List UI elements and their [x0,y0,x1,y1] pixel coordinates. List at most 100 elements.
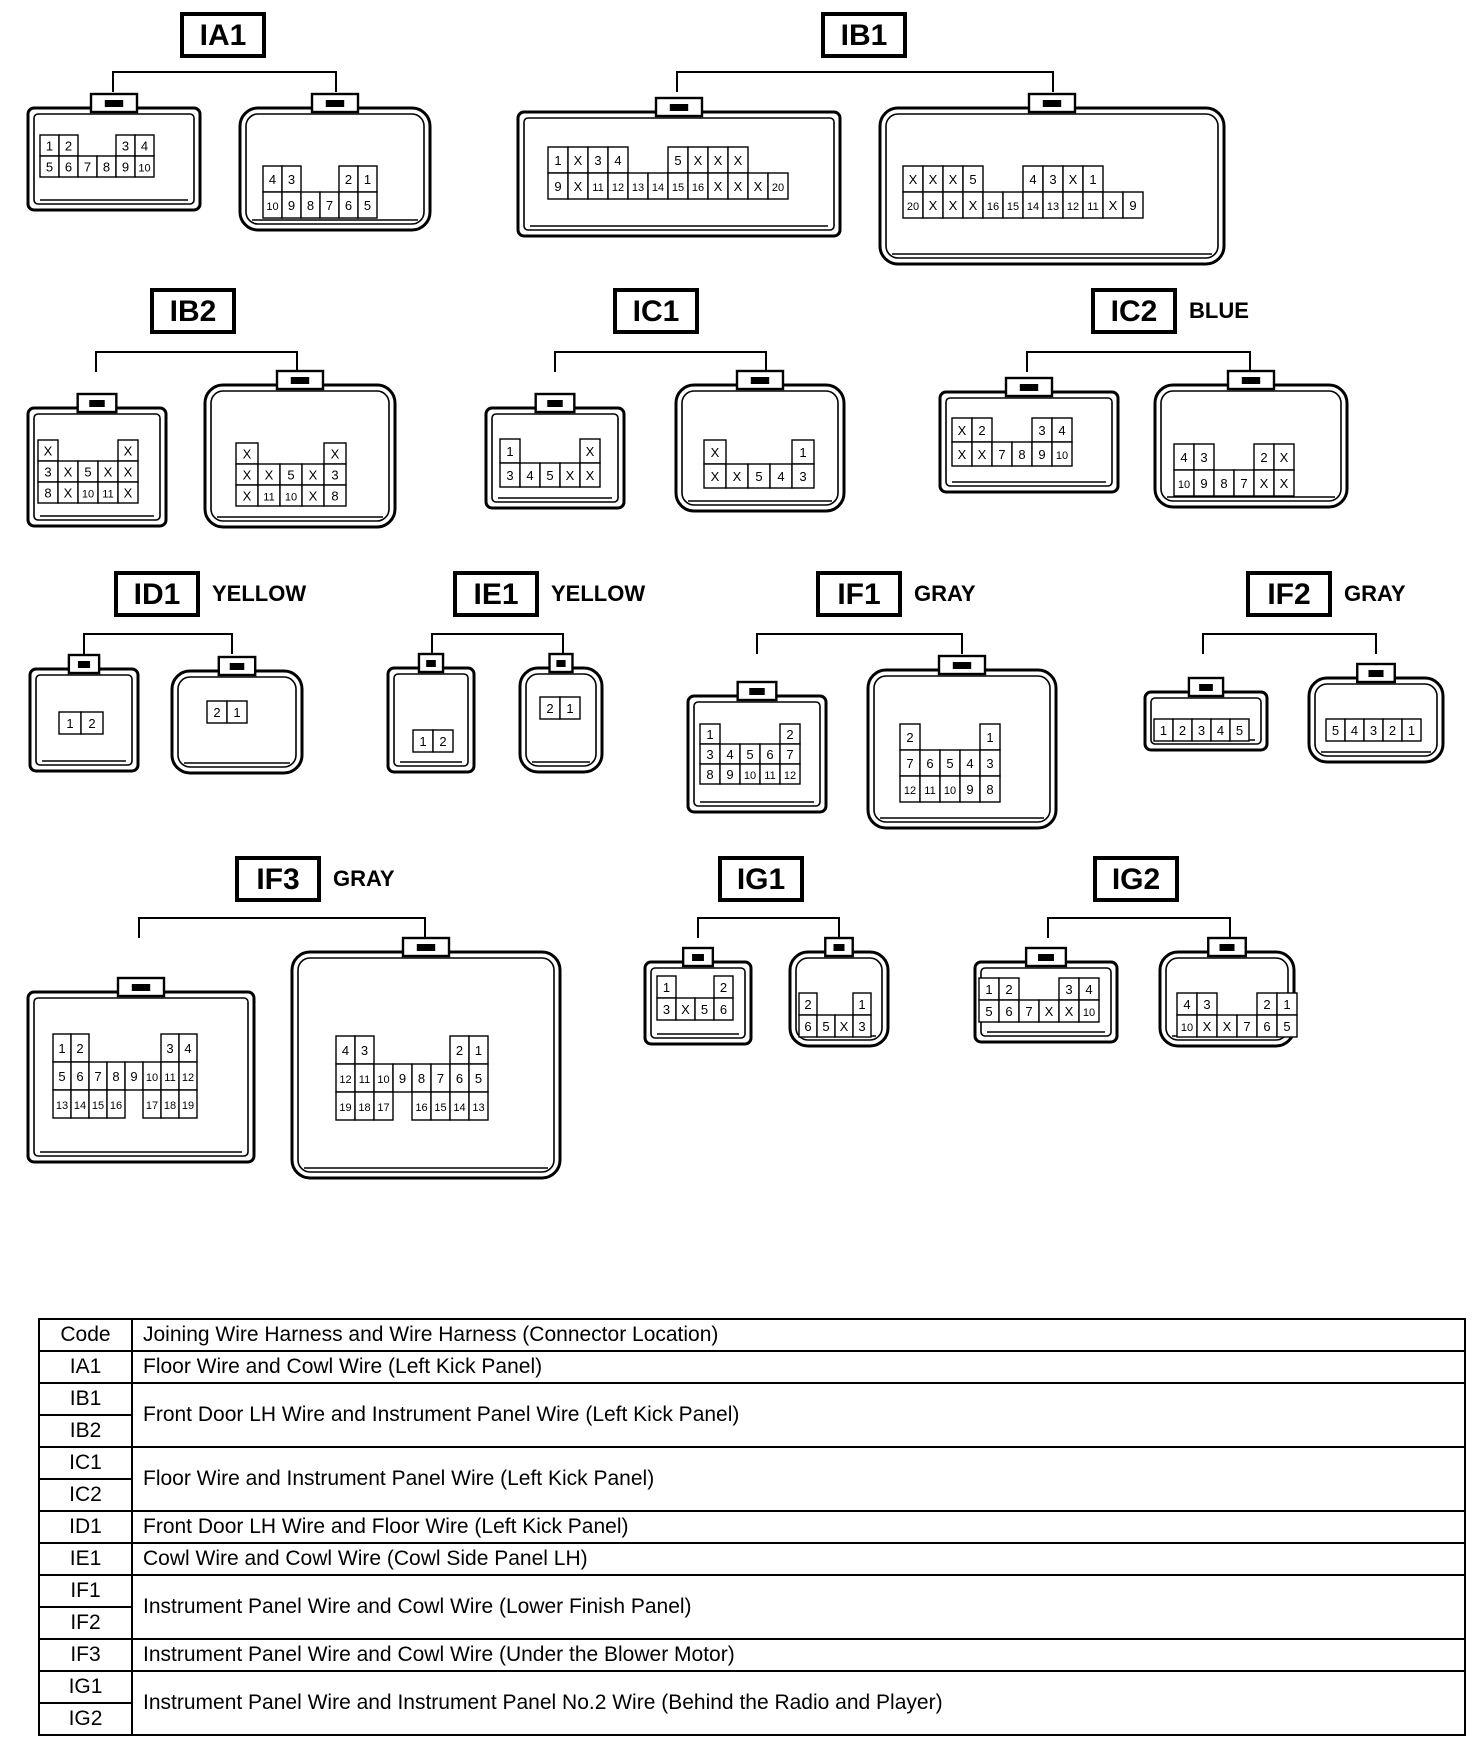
if3-f-pin-label: 7 [94,1069,101,1084]
ib1-f-pin-label: X [574,179,583,194]
if2-f-latch-hole [1199,684,1213,691]
ig1-m-pin-label: 2 [804,997,811,1012]
ib1-m-pin-label: 13 [1047,201,1059,213]
connector-code-label: ID1 [134,578,181,611]
id1-m-pin-label: 2 [213,705,220,720]
ib1-m-pin-label: X [949,172,958,187]
if2-m-pin-label: 5 [1332,723,1339,738]
connector-color-label: GRAY [333,866,395,891]
if3-m-pin-label: 16 [415,1102,427,1114]
if3-f-pin-cell [106,1089,126,1119]
ia1-f-latch-hole [104,100,124,107]
ia1-m-inner-wall [245,113,425,225]
ib1-f-pin-label: 1 [554,153,561,168]
ib1-f-pin-label: 3 [594,153,601,168]
connector-color-label: GRAY [914,581,976,606]
ib2-m-pin-label: 3 [331,468,338,483]
ic2-m-pin-label: 9 [1200,476,1207,491]
connector-bracket [138,917,426,938]
if3-m-pin-label: 5 [475,1071,482,1086]
ig2-m-pin-cell [1276,1014,1298,1038]
table-cell-code: IC1 [38,1446,133,1480]
ig2-m-latch-hole [1219,944,1235,951]
connector-bracket [676,71,1054,92]
table-cell-code: IC2 [38,1478,133,1512]
ib2-m-pin-label: X [309,468,318,483]
ib2-m-pin-label: 8 [331,489,338,504]
ig1-m-pin-label: 6 [804,1019,811,1034]
connector-bracket [554,351,767,372]
if1-f-pin-cell [779,763,801,785]
ib2-f-pin-label: X [44,444,53,459]
ig2-f-pin-label: 3 [1065,982,1072,997]
if3-m-pin-label: 18 [358,1102,370,1114]
ib2-f-pin-label: 8 [44,486,51,501]
ib1-m-pin-label: 16 [987,201,999,213]
connector-code-box [1246,571,1332,617]
ib1-m-pin-label: 5 [969,172,976,187]
ib2-f-pin-label: 3 [44,465,51,480]
connector-bracket [83,633,233,654]
ic1-m-pin-label: 5 [755,469,762,484]
id1-f-pin-label: 2 [88,716,95,731]
ic1-f-pin-label: 1 [506,444,513,459]
id1-f-inner-wall [35,674,133,766]
if3-f-pin-label: 14 [74,1100,86,1112]
ig1-m-pin-label: 1 [858,997,865,1012]
ib1-f-pin-label: X [754,179,763,194]
ig2-m-pin-label: 7 [1243,1019,1250,1034]
id1-f-pin-label: 1 [66,716,73,731]
ib2-m-pin-label: X [243,447,252,462]
ic1-m-pin-label: X [711,469,720,484]
if3-m-inner-wall [297,957,555,1173]
ib2-m-pin-label: 10 [285,492,297,504]
ib1-m-pin-label: 1 [1089,172,1096,187]
if2-m-latch-hole [1368,670,1384,677]
id1-m-latch-hole [229,663,245,670]
connector-code-label: IB2 [170,295,217,328]
ic2-f-pin-label: X [958,447,967,462]
ia1-m-pin-cell [357,191,378,219]
connector-bracket [112,71,337,92]
if1-m-pin-label: 10 [944,785,956,797]
if1-m-pin-cell [979,775,1001,803]
ig2-m-pin-label: 5 [1283,1019,1290,1034]
table-cell-code: IA1 [38,1350,133,1384]
ib1-f-pin-label: X [714,179,723,194]
ib2-m-inner-wall [210,390,390,522]
ic2-m-pin-label: 3 [1200,450,1207,465]
ib1-m-pin-label: X [909,172,918,187]
if3-m-latch-hole [416,944,436,951]
ie1-f-pin-cell [432,729,454,753]
ic2-f-pin-label: 9 [1038,447,1045,462]
ib1-f-pin-label: 16 [692,182,704,194]
ig2-f-pin-label: 7 [1025,1004,1032,1019]
ie1-m-latch-hole [556,660,566,667]
ig2-f-pin-label: 1 [985,982,992,997]
if3-m-pin-label: 13 [472,1102,484,1114]
ib1-f-pin-label: 14 [652,182,664,194]
ie1-f-pin-label: 2 [439,734,446,749]
ib1-m-pin-label: X [969,198,978,213]
ic2-f-pin-label: 2 [978,423,985,438]
if2-f-pin-label: 4 [1217,723,1224,738]
connector-code-box [453,571,539,617]
ib1-m-pin-label: 9 [1129,198,1136,213]
if2-m-pin-label: 2 [1389,723,1396,738]
ie1-m-pin-label: 2 [546,701,553,716]
if2-f-inner-wall [1150,697,1262,745]
ib1-f-pin-label: X [734,153,743,168]
connector-bracket [697,917,840,938]
if1-m-pin-label: 2 [906,730,913,745]
connector-bracket [95,351,298,372]
table-cell-description: Cowl Wire and Cowl Wire (Cowl Side Panel… [131,1542,1466,1576]
table-row: IB2 [38,1414,1465,1448]
ig2-m-pin-label: 4 [1183,997,1190,1012]
if3-f-pin-label: 12 [182,1072,194,1084]
